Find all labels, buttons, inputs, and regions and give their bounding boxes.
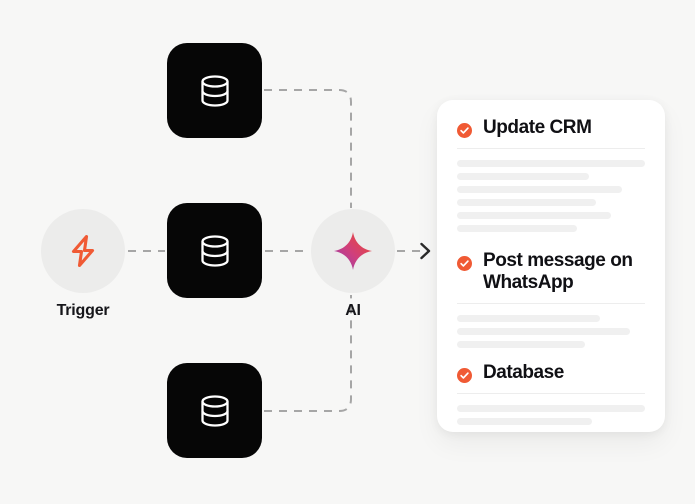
database-icon [200,234,229,267]
results-card: Update CRM Post message on WhatsApp [437,100,665,432]
node-ai-label: AI [345,302,361,319]
skeleton-line [457,186,623,194]
card-item-post-message-whatsapp[interactable]: Post message on WhatsApp [457,242,645,356]
skeleton-line [457,418,593,426]
card-divider [457,303,645,305]
card-item-title: Update CRM [483,117,592,138]
check-circle-icon [457,368,472,384]
skeleton-line [457,315,600,323]
card-item-title: Post message on WhatsApp [483,250,633,294]
skeleton-line [457,341,585,349]
card-item-title: Database [483,362,564,384]
node-ai[interactable] [311,209,395,293]
database-icon [200,74,229,107]
skeleton-group [457,304,645,356]
card-divider [457,148,645,150]
card-item-database[interactable]: Database [457,356,645,426]
skeleton-group [457,149,645,242]
check-circle-icon [457,123,472,138]
skeleton-line [457,405,645,413]
chevron-right-arrow-icon [420,242,431,260]
skeleton-line [457,212,612,220]
skeleton-line [457,160,645,168]
skeleton-line [457,328,630,336]
node-database-2[interactable] [167,203,262,298]
lightning-bolt-icon [71,234,95,268]
skeleton-line [457,199,597,207]
node-database-3[interactable] [167,363,262,458]
database-icon [200,394,229,427]
connector-database1-to-ai [264,89,352,208]
sparkle-icon [334,232,372,270]
check-circle-icon [457,256,472,272]
card-divider [457,393,645,395]
skeleton-line [457,173,589,181]
card-item-update-crm[interactable]: Update CRM [457,100,645,242]
skeleton-group [457,394,645,426]
skeleton-line [457,225,578,233]
node-trigger-label: Trigger [56,302,110,319]
node-database-1[interactable] [167,43,262,138]
node-trigger[interactable] [41,209,125,293]
